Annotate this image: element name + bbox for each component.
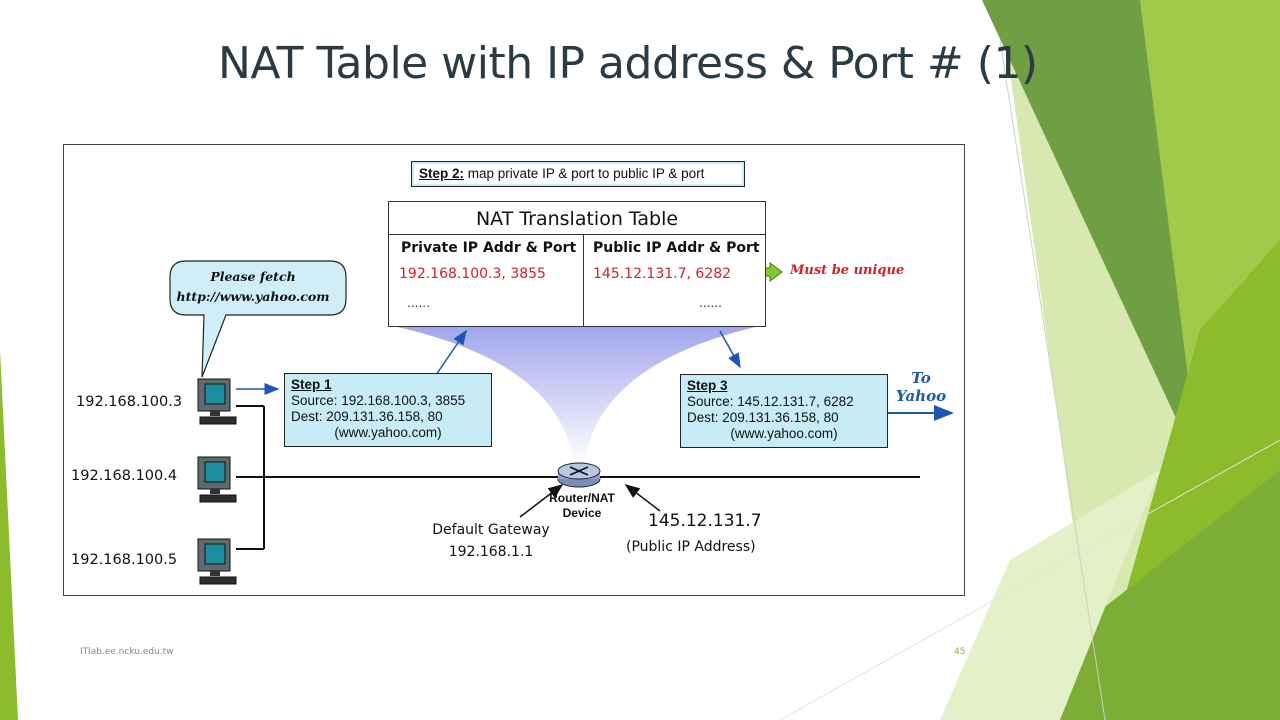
nat-table-column-divider <box>583 234 584 326</box>
nat-header-private: Private IP Addr & Port <box>401 240 577 256</box>
router-label-line1: Router/NAT <box>549 491 615 505</box>
router-icon <box>557 462 601 488</box>
step1-lead: Step 1 <box>291 377 332 392</box>
gateway-ip: 192.168.1.1 <box>448 544 534 560</box>
bubble-line-2: http://www.yahoo.com <box>176 289 330 304</box>
host-ip-2: 192.168.100.4 <box>71 468 178 484</box>
step2-lead: Step 2: <box>419 166 465 181</box>
speech-bubble <box>169 260 347 378</box>
nat-header-public: Public IP Addr & Port <box>593 240 760 256</box>
facet-left <box>0 350 18 720</box>
public-ip-address: 145.12.131.7 <box>648 511 762 531</box>
nat-row-private: 192.168.100.3, 3855 <box>399 266 546 282</box>
step1-site: (www.yahoo.com) <box>334 425 442 440</box>
arrow-public-ip-to-router <box>624 484 661 512</box>
step3-source: Source: 145.12.131.7, 6282 <box>687 394 854 409</box>
step3-site: (www.yahoo.com) <box>730 426 838 441</box>
nat-ellipsis-right: ...... <box>699 296 722 310</box>
computer-icon <box>197 456 237 503</box>
facet-right-dark <box>982 0 1200 470</box>
footer-source: ITlab.ee.ncku.edu.tw <box>80 647 174 657</box>
step3-box: Step 3 Source: 145.12.131.7, 6282 Dest: … <box>680 374 888 448</box>
router-label: Router/NAT Device <box>532 491 632 521</box>
arrow-step1-to-table <box>435 329 467 376</box>
speech-bubble-text: Please fetch http://www.yahoo.com <box>168 267 338 307</box>
step3-lead: Step 3 <box>687 378 728 393</box>
default-gateway: Default Gateway 192.168.1.1 <box>426 519 556 563</box>
router-label-line2: Device <box>562 506 602 520</box>
to-yahoo-label: To Yahoo <box>886 369 956 405</box>
computer-icon <box>197 538 237 585</box>
step2-text: map private IP & port to public IP & por… <box>467 166 705 181</box>
nat-table-divider <box>389 234 765 235</box>
host-ip-3: 192.168.100.5 <box>71 552 178 568</box>
must-be-unique-note: Must be unique <box>790 263 905 278</box>
gateway-label: Default Gateway <box>432 522 550 538</box>
nat-diagram: Step 2: map private IP & port to public … <box>63 144 965 596</box>
facet-thin-line <box>779 439 1280 720</box>
step3-dest: Dest: 209.131.36.158, 80 <box>687 410 839 425</box>
public-ip-label: (Public IP Address) <box>626 539 756 555</box>
diagram-drawing <box>169 260 954 585</box>
step1-box: Step 1 Source: 192.168.100.3, 3855 Dest:… <box>284 373 492 447</box>
translation-beam <box>388 325 764 465</box>
arrow-gateway-to-router <box>519 484 564 518</box>
step1-dest: Dest: 209.131.36.158, 80 <box>291 409 443 424</box>
bubble-line-1: Please fetch <box>210 269 296 284</box>
step1-source: Source: 192.168.100.3, 3855 <box>291 393 466 408</box>
arrow-table-to-step3 <box>719 330 741 369</box>
page-number: 45 <box>954 647 966 657</box>
nat-table-title: NAT Translation Table <box>475 208 679 230</box>
computer-icon <box>197 378 237 425</box>
slide-title: NAT Table with IP address & Port # (1) <box>218 38 1038 89</box>
to-yahoo-line2: Yahoo <box>895 387 947 405</box>
nat-row-public: 145.12.131.7, 6282 <box>593 266 732 282</box>
nat-translation-table: NAT Translation Table Private IP Addr & … <box>388 201 766 327</box>
facet-thin-line <box>999 39 1106 720</box>
host-ip-1: 192.168.100.3 <box>76 394 183 410</box>
facet-bottom-pale <box>940 470 1160 720</box>
nat-ellipsis-left: ...... <box>407 296 430 310</box>
to-yahoo-line1: To <box>911 369 931 387</box>
step2-box: Step 2: map private IP & port to public … <box>411 161 745 187</box>
